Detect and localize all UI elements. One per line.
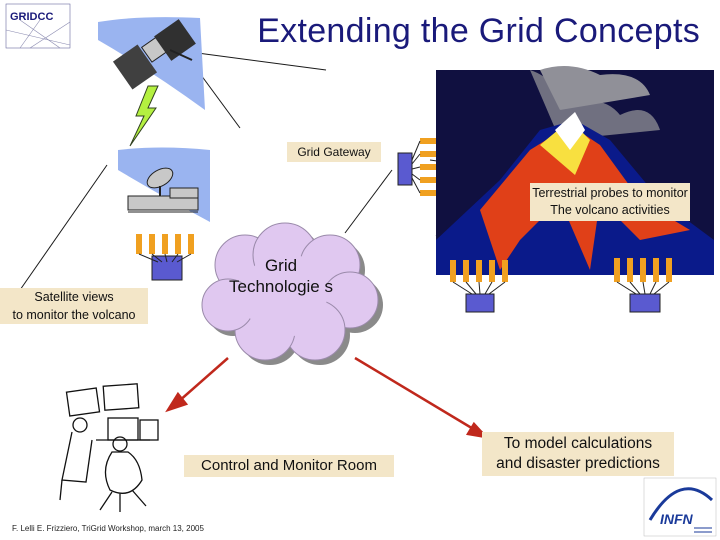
lightning-icon: [129, 85, 159, 147]
line-satellite-label: [19, 164, 108, 291]
grid-gateway-label: Grid Gateway: [287, 142, 381, 162]
satellite-views-label: Satellite views to monitor the volcano: [0, 288, 148, 324]
arrow-head-model: [465, 421, 490, 439]
infn-logo-text: INFN: [660, 511, 694, 527]
gridcc-logo: GRIDCC: [5, 3, 71, 49]
probe-array-left: [136, 234, 194, 281]
probe-array-volcano-right: [614, 258, 672, 313]
model-label-line2: and disaster predictions: [496, 455, 660, 472]
terrestrial-probes-label: Terrestrial probes to monitor The volcan…: [530, 183, 690, 221]
probe-array-gateway: [397, 138, 440, 196]
slide-title: Extending the Grid Concepts: [257, 12, 700, 50]
arrow-head-room: [165, 391, 189, 413]
satellite-icon: [98, 17, 205, 111]
grid-cloud: [201, 222, 383, 365]
ground-station-icon: [118, 147, 210, 222]
control-room-label: Control and Monitor Room: [184, 455, 394, 477]
line-gateway-cloud: [344, 169, 393, 234]
grid-technologies-label: Grid Technologie s: [229, 256, 333, 296]
probes-label-line1: Terrestrial probes to monitor: [532, 186, 688, 200]
volcano-image: [436, 66, 714, 275]
line-satellite-top: [189, 51, 327, 71]
arrow-cloud-to-room: [177, 357, 229, 403]
slide-footer: F. Lelli E. Frizziero, TriGrid Workshop,…: [12, 524, 204, 533]
gridcc-logo-text: GRIDCC: [10, 11, 53, 23]
satellite-label-line2: to monitor the volcano: [12, 308, 136, 322]
control-room-icon: [59, 383, 159, 512]
satellite-label-line1: Satellite views: [34, 290, 114, 304]
data-arrows: [165, 356, 490, 439]
arrow-cloud-to-model: [354, 356, 476, 432]
model-calculations-label: To model calculations and disaster predi…: [482, 432, 674, 476]
probes-label-line2: The volcano activities: [550, 203, 670, 217]
probe-array-volcano-left: [450, 260, 508, 313]
infn-logo: INFN: [643, 477, 717, 537]
model-label-line1: To model calculations: [503, 435, 653, 452]
